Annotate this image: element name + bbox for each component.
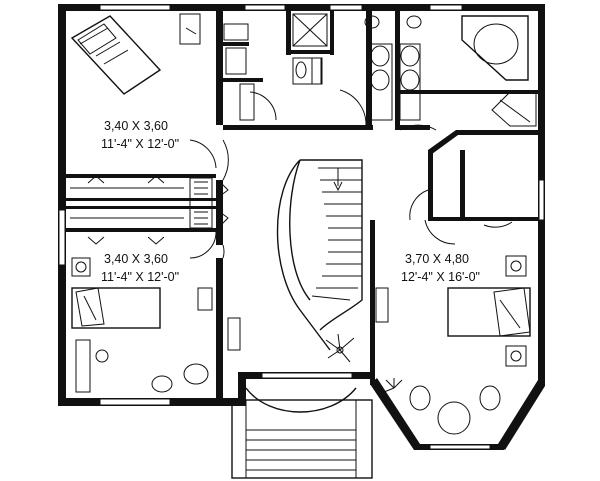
plant-icon: [325, 333, 403, 393]
bed-bedroom-1: [70, 15, 162, 95]
desk-bedroom-1: [179, 13, 201, 45]
entry-porch: [231, 387, 373, 479]
bed-bedroom-2: [71, 287, 161, 329]
windows: [58, 4, 545, 450]
staircase: [276, 159, 363, 351]
room-dims-imperial: 11'-4" X 12'-0": [101, 270, 179, 284]
room-dims-metric: 3,40 X 3,60: [104, 119, 168, 133]
room-label-bedroom-2: 3,40 X 3,60 11'-4" X 12'-0": [101, 252, 179, 284]
interior-walls: [66, 10, 540, 398]
exterior-walls: [58, 4, 545, 450]
bay-seating: [409, 385, 501, 435]
desk-bedroom-2: [75, 317, 241, 393]
room-dims-metric: 3,70 X 4,80: [405, 252, 469, 266]
room-dims-metric: 3,40 X 3,60: [104, 252, 168, 266]
closet-shelving: [70, 175, 229, 245]
bed-master: [375, 255, 531, 367]
doors: [189, 89, 513, 259]
bathroom-fixtures: [223, 13, 537, 127]
room-dims-imperial: 11'-4" X 12'-0": [101, 137, 179, 151]
room-label-bedroom-1: 3,40 X 3,60 11'-4" X 12'-0": [101, 119, 179, 151]
room-label-master-bedroom: 3,70 X 4,80 12'-4" X 16'-0": [401, 252, 480, 284]
nightstand-bedroom-2: [71, 257, 213, 311]
room-dims-imperial: 12'-4" X 16'-0": [401, 270, 480, 284]
